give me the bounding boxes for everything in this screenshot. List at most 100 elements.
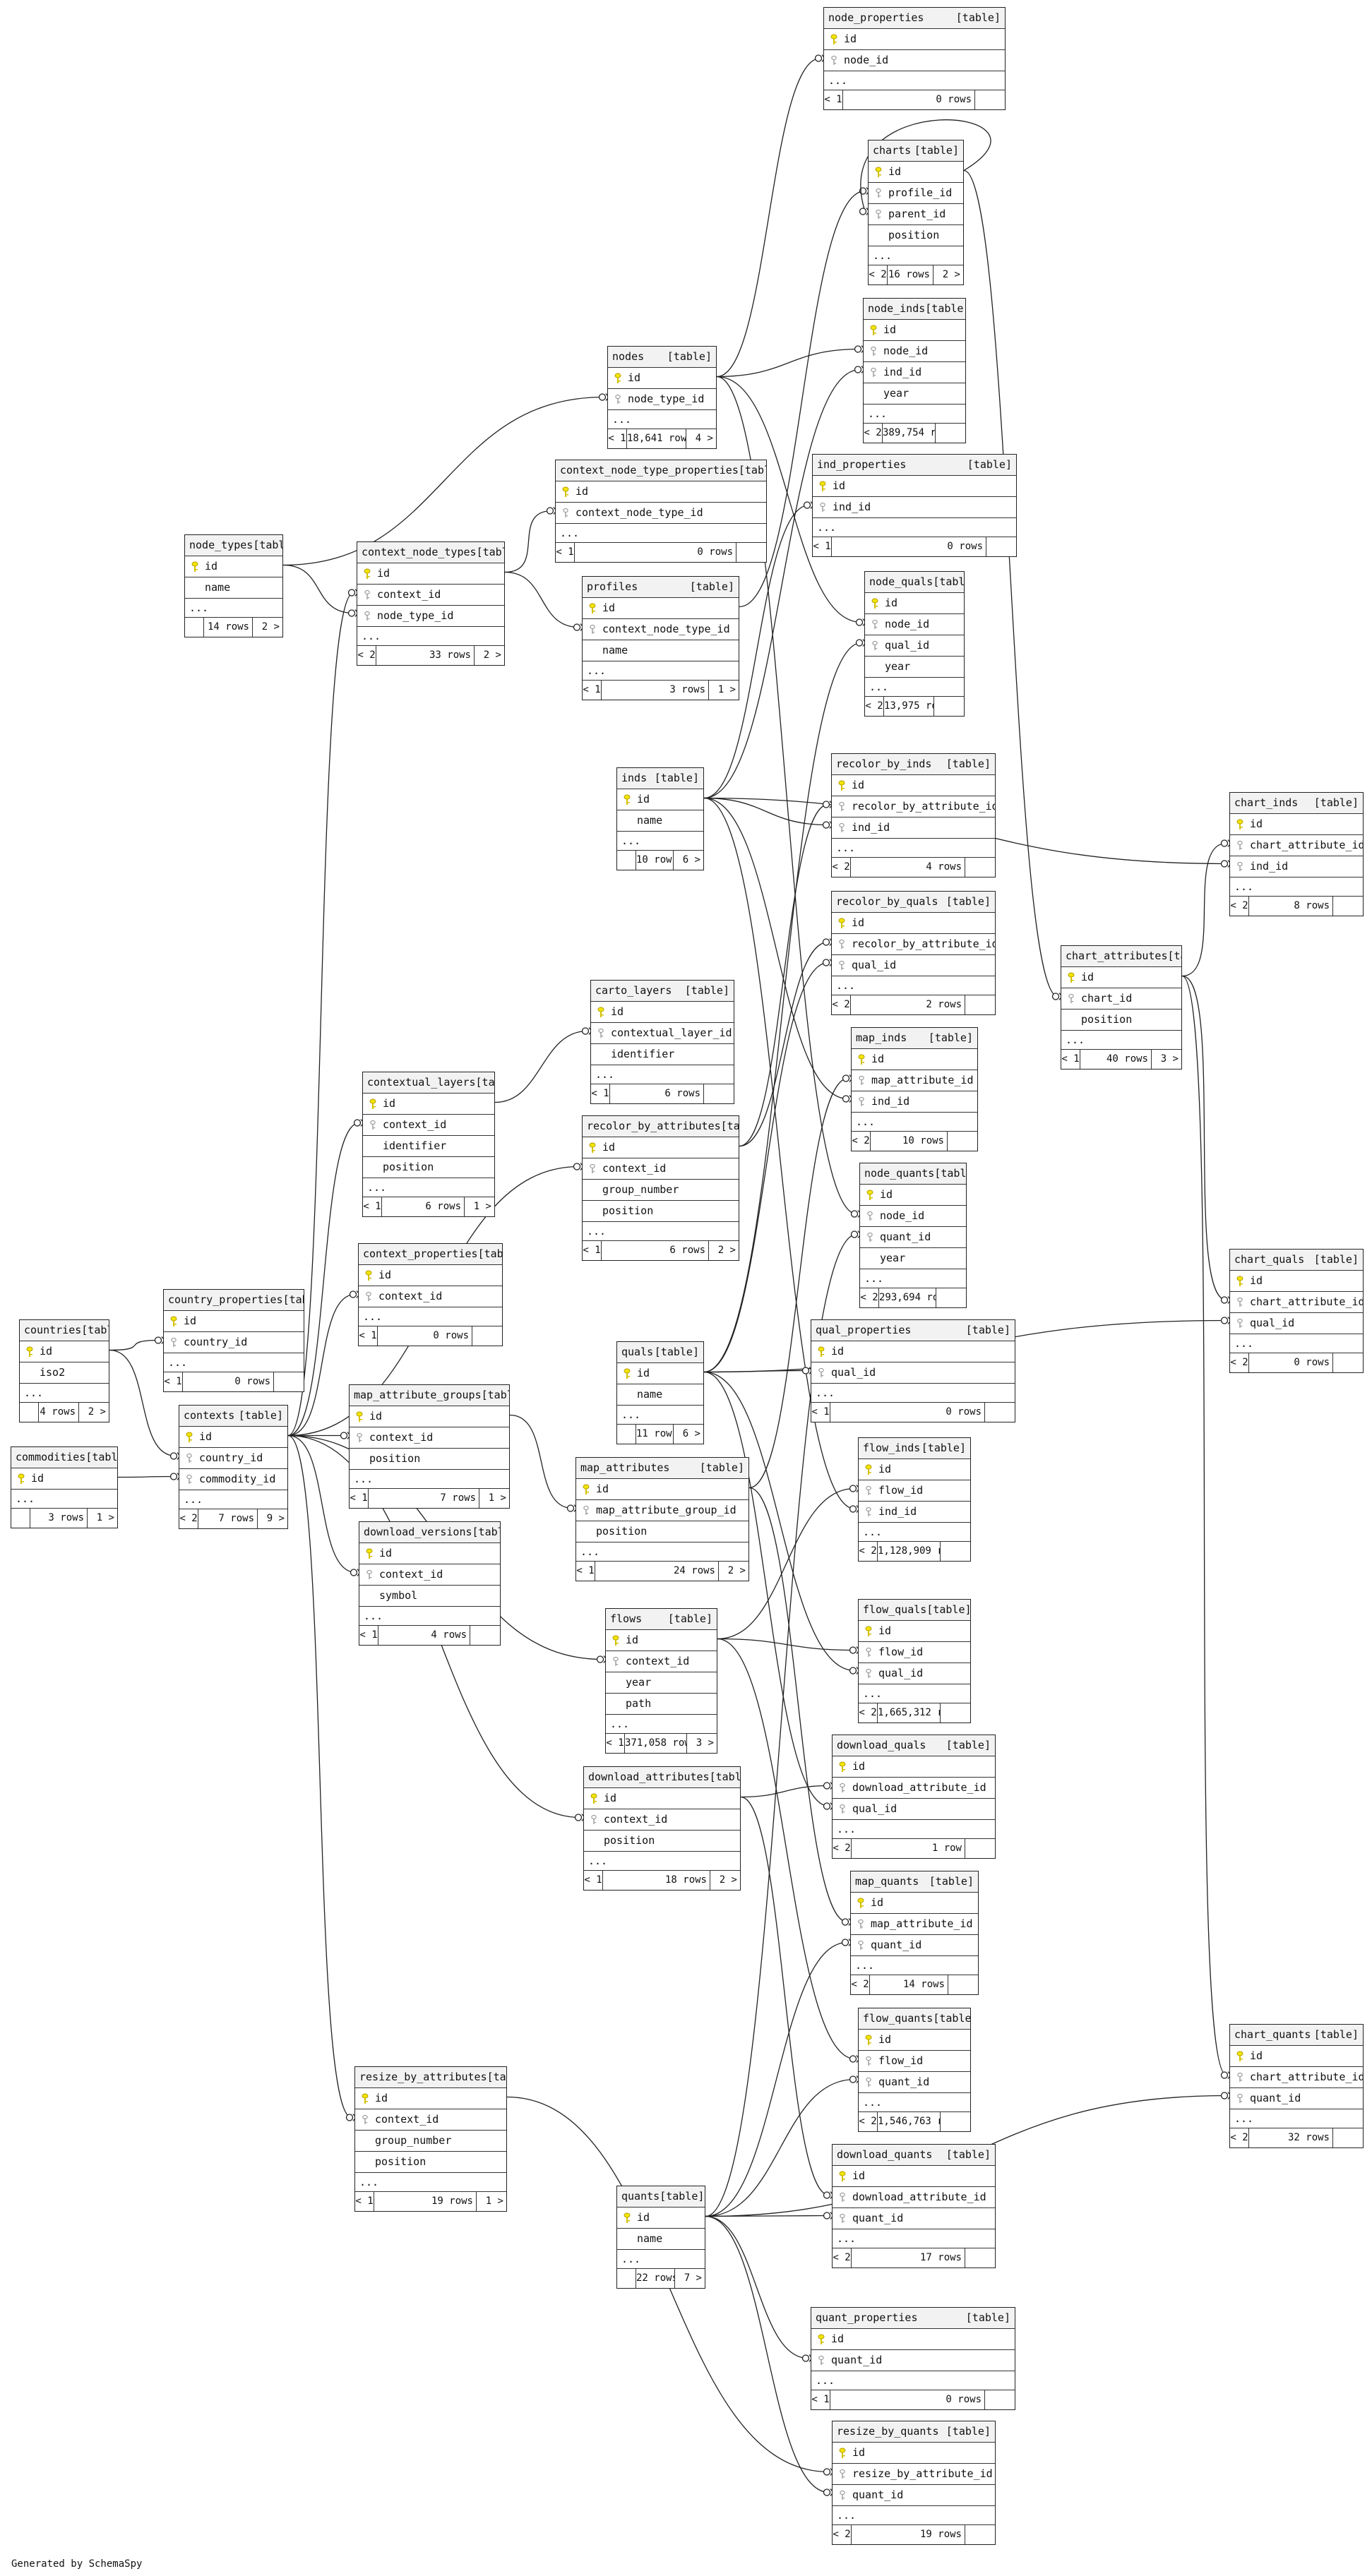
more-columns[interactable]: ... [864,405,965,424]
more-columns[interactable]: ... [584,1852,740,1871]
column-row[interactable]: context_id [606,1651,717,1672]
table-header[interactable]: inds[table] [617,768,703,789]
more-columns[interactable]: ... [832,839,995,858]
table-name[interactable]: flows [610,1612,643,1625]
more-columns[interactable]: ... [359,1307,502,1326]
children-count[interactable]: 2 > [727,1565,746,1576]
table-flow-quants[interactable]: flow_quants[table]idflow_idquant_id...< … [858,2008,971,2132]
column-row[interactable]: name [583,640,739,661]
children-count[interactable] [965,995,995,1014]
table-name[interactable]: chart_quals [1234,1253,1305,1266]
table-name[interactable]: map_inds [856,1031,907,1044]
table-header[interactable]: map_inds[table] [852,1028,977,1049]
children-count[interactable] [941,1542,970,1561]
children-count[interactable] [948,1975,978,1994]
table-name[interactable]: ind_properties [817,458,907,471]
column-row[interactable]: id [833,1756,995,1778]
table-header[interactable]: chart_attributes[table] [1061,946,1181,967]
column-row[interactable]: chart_id [1061,988,1181,1010]
table-name[interactable]: country_properties [168,1293,283,1306]
column-row[interactable]: map_attribute_id [852,1070,977,1091]
column-row[interactable]: context_node_type_id [556,503,766,524]
more-columns[interactable]: ... [859,2093,970,2112]
column-row[interactable]: id [1230,2046,1363,2067]
table-header[interactable]: recolor_by_quals[table] [832,892,995,913]
table-name[interactable]: download_attributes [588,1771,710,1783]
children-count[interactable] [965,2248,995,2268]
children-count[interactable]: 2 > [717,1245,736,1256]
column-row[interactable]: id [355,2088,506,2109]
children-count[interactable]: 2 > [261,621,280,633]
children-count[interactable] [274,1372,304,1391]
table-header[interactable]: quant_properties[table] [811,2308,1015,2329]
parents-count[interactable]: < 1 [608,429,627,448]
column-row[interactable]: qual_id [833,1799,995,1820]
table-name[interactable]: recolor_by_quals [836,895,938,908]
column-row[interactable]: id [859,1459,970,1480]
more-columns[interactable]: ... [833,2229,995,2248]
more-columns[interactable]: ... [859,1684,970,1703]
more-columns[interactable]: ... [811,1384,1015,1403]
column-row[interactable]: position [363,1157,494,1178]
parents-count[interactable]: < 1 [359,1626,378,1645]
table-header[interactable]: context_node_types[table] [357,542,504,563]
column-row[interactable]: id [832,913,995,934]
column-row[interactable]: id [859,1621,970,1642]
table-header[interactable]: node_quants[table] [860,1163,966,1185]
table-header[interactable]: map_attribute_groups[table] [350,1385,509,1406]
children-count[interactable] [948,1132,977,1151]
table-name[interactable]: charts [873,144,912,157]
parents-count[interactable]: < 2 [851,1975,870,1994]
table-context-properties[interactable]: context_properties[table]idcontext_id...… [358,1243,503,1346]
table-header[interactable]: chart_quals[table] [1230,1250,1363,1271]
table-name[interactable]: flow_quals [863,1603,927,1616]
column-row[interactable]: id [584,1788,740,1809]
column-row[interactable]: id [11,1468,117,1490]
table-name[interactable]: context_node_types [362,546,477,558]
column-row[interactable]: qual_id [859,1663,970,1684]
table-name[interactable]: node_types [189,539,253,551]
column-row[interactable]: id [617,789,703,810]
table-name[interactable]: download_quants [837,2148,933,2161]
children-count[interactable] [985,2390,1015,2409]
more-columns[interactable]: ... [576,1542,748,1562]
column-row[interactable]: context_id [357,585,504,606]
table-name[interactable]: countries [24,1324,82,1336]
column-row[interactable]: context_id [350,1427,509,1449]
column-row[interactable]: id [617,1363,703,1384]
column-row[interactable]: id [583,598,739,619]
table-name[interactable]: download_quals [837,1739,926,1751]
parents-count[interactable]: < 2 [859,1703,878,1723]
table-header[interactable]: contexts[table] [179,1406,287,1427]
children-count[interactable]: 1 > [96,1512,114,1523]
more-columns[interactable]: ... [869,246,963,265]
more-columns[interactable]: ... [1230,2109,1363,2128]
table-header[interactable]: chart_quants[table] [1230,2025,1363,2046]
table-node-quals[interactable]: node_quals[table]idnode_idqual_idyear...… [864,571,965,717]
column-row[interactable]: id [20,1341,109,1362]
more-columns[interactable]: ... [851,1956,978,1975]
column-row[interactable]: id [833,2166,995,2187]
more-columns[interactable]: ... [357,627,504,646]
more-columns[interactable]: ... [556,524,766,543]
table-header[interactable]: download_quals[table] [833,1735,995,1756]
column-row[interactable]: quant_id [833,2485,995,2506]
column-row[interactable]: group_number [583,1180,739,1201]
table-header[interactable]: country_properties[table] [164,1290,304,1311]
column-row[interactable]: id [359,1543,500,1564]
children-count[interactable]: 2 > [88,1406,106,1418]
children-count[interactable]: 1 > [473,1201,491,1212]
column-row[interactable]: id [813,476,1016,497]
column-row[interactable]: ind_id [852,1091,977,1113]
column-row[interactable]: map_attribute_id [851,1914,978,1935]
